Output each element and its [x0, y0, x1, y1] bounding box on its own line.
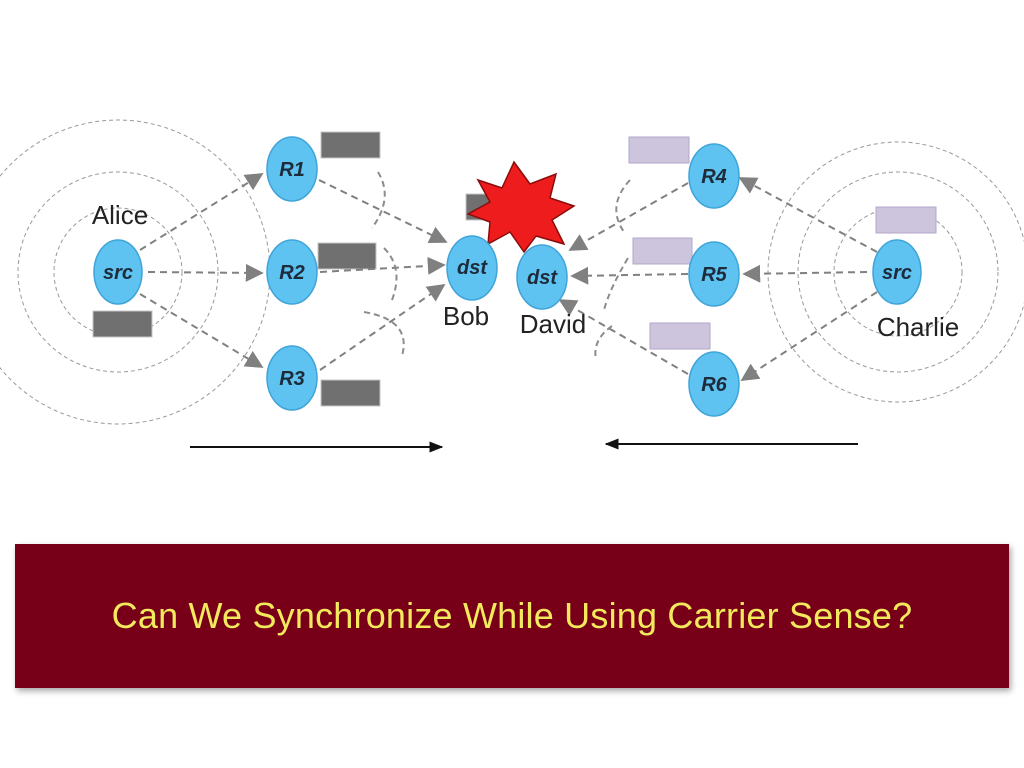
signal-waves: [363, 171, 631, 361]
title-banner: Can We Synchronize While Using Carrier S…: [15, 544, 1009, 688]
charlie-label: Charlie: [877, 312, 959, 342]
collision-explosion-icon: [466, 160, 576, 254]
r5-label: R5: [701, 264, 727, 286]
david-dst-node: dst: [516, 244, 568, 310]
r6-node: R6: [688, 351, 740, 417]
charlie-src-node: src: [872, 239, 922, 305]
alice-src-node: src: [93, 239, 143, 305]
r4-label: R4: [701, 166, 727, 188]
bob-label: Bob: [443, 301, 489, 331]
bob-dst-node: dst: [446, 235, 498, 301]
carrier-sense-diagram: src R1 R2 R3 dst dst R4 R5: [0, 119, 1024, 453]
charlie-packets: [628, 136, 937, 350]
r5-node: R5: [688, 241, 740, 307]
r6-label: R6: [701, 374, 727, 396]
r2-label: R2: [279, 262, 305, 284]
banner-title: Can We Synchronize While Using Carrier S…: [111, 595, 913, 636]
r1-label: R1: [279, 159, 305, 181]
david-dst-label: dst: [527, 267, 558, 289]
r2-node: R2: [266, 239, 318, 305]
r4-node: R4: [688, 143, 740, 209]
charlie-src-label: src: [882, 262, 912, 284]
r1-node: R1: [266, 136, 318, 202]
alice-links: [139, 173, 448, 371]
network-nodes: src R1 R2 R3 dst dst R4 R5: [93, 136, 922, 417]
charlie-links: [558, 177, 878, 381]
alice-label: Alice: [92, 200, 148, 230]
r3-label: R3: [279, 368, 305, 390]
david-label: David: [520, 309, 586, 339]
alice-src-label: src: [103, 262, 133, 284]
bob-dst-label: dst: [457, 257, 488, 279]
r3-node: R3: [266, 345, 318, 411]
